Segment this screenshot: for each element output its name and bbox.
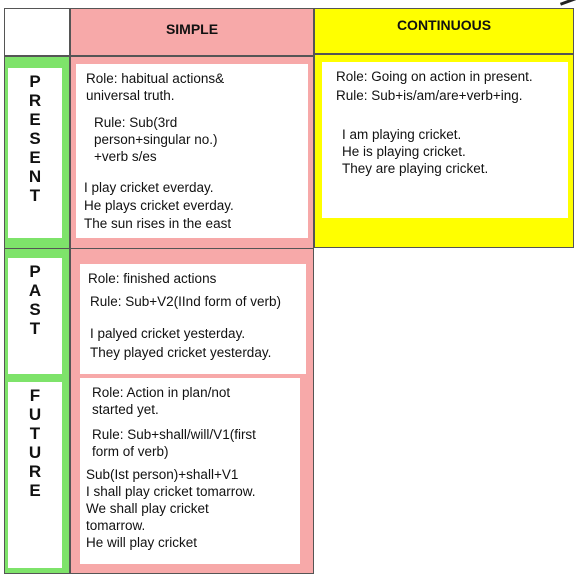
present-simple-role: Role: habitual actions& universal truth. — [86, 71, 225, 103]
example-sentence: I am playing cricket. — [342, 127, 462, 142]
future-letter: U — [28, 443, 42, 462]
past-simple-card: Role: finished actions Rule: Sub+V2(IInd… — [80, 264, 306, 374]
present-label: P R E S E N T — [8, 68, 62, 238]
future-label: F U T U R E — [8, 382, 62, 568]
future-letter: T — [29, 424, 41, 443]
present-continuous-examples: I am playing cricket. He is playing cric… — [342, 126, 560, 177]
past-label: P A S T — [8, 258, 62, 374]
future-letter: F — [29, 386, 41, 405]
example-sentence: They played cricket yesterday. — [90, 345, 272, 360]
present-letter: P — [29, 72, 41, 91]
example-sentence: He will play cricket — [86, 535, 198, 550]
header-continuous-label: CONTINUOUS — [396, 17, 492, 33]
past-simple-rule: Rule: Sub+V2(IInd form of verb) — [90, 294, 281, 309]
header-simple-label: SIMPLE — [165, 21, 219, 37]
present-letter: E — [29, 148, 41, 167]
past-simple-examples: I palyed cricket yesterday. They played … — [90, 324, 298, 362]
corner-cell — [4, 8, 70, 56]
future-letter: U — [28, 405, 42, 424]
header-continuous: CONTINUOUS — [314, 8, 574, 54]
example-sentence: They are playing cricket. — [342, 161, 489, 176]
present-simple-examples: I play cricket everday. He plays cricket… — [84, 179, 300, 233]
corner-arrow-mark — [559, 0, 577, 6]
future-letter: R — [28, 462, 42, 481]
row-divider — [70, 248, 314, 249]
present-letter: S — [29, 129, 41, 148]
past-letter: S — [29, 300, 41, 319]
example-sentence: I shall play cricket tomarrow. — [86, 484, 256, 499]
past-letter: A — [28, 281, 42, 300]
header-simple: SIMPLE — [70, 8, 314, 56]
present-letter: N — [28, 167, 42, 186]
future-simple-role: Role: Action in plan/not started yet. — [92, 385, 231, 417]
future-simple-rule2: Sub(Ist person)+shall+V1 — [86, 467, 239, 482]
present-simple-card: Role: habitual actions& universal truth.… — [76, 64, 308, 238]
present-letter: R — [28, 91, 42, 110]
present-continuous-card: Role: Going on action in present. Rule: … — [322, 62, 568, 218]
present-letter: E — [29, 110, 41, 129]
example-sentence: He is playing cricket. — [342, 144, 466, 159]
example-sentence: The sun rises in the east — [84, 216, 232, 231]
example-sentence: He plays cricket everday. — [84, 198, 234, 213]
present-simple-rule: Rule: Sub(3rd person+singular no.) +verb… — [94, 115, 218, 164]
present-continuous-rule: Rule: Sub+is/am/are+verb+ing. — [336, 88, 523, 103]
future-letter: E — [29, 481, 41, 500]
past-letter: T — [29, 319, 41, 338]
present-continuous-role: Role: Going on action in present. — [336, 69, 533, 84]
example-sentence: I play cricket everday. — [84, 180, 214, 195]
example-sentence: I palyed cricket yesterday. — [90, 326, 246, 341]
future-simple-card: Role: Action in plan/not started yet. Ru… — [80, 378, 300, 564]
past-simple-role: Role: finished actions — [88, 271, 217, 286]
present-letter: T — [29, 186, 41, 205]
future-simple-rule: Rule: Sub+shall/will/V1(first form of ve… — [92, 427, 256, 459]
past-letter: P — [29, 262, 41, 281]
example-sentence: We shall play cricket tomarrow. — [86, 501, 209, 533]
